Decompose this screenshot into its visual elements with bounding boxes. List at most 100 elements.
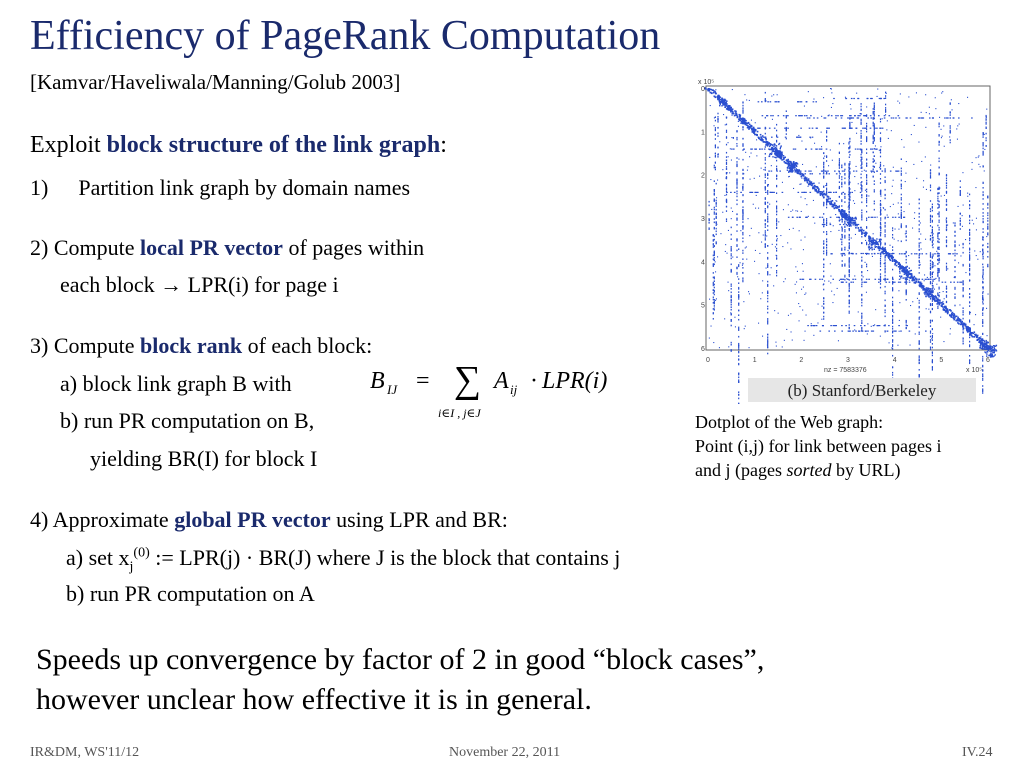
dot [918, 264, 920, 267]
dot [845, 223, 848, 226]
dot [874, 246, 876, 248]
dot [904, 278, 907, 280]
dot [810, 170, 812, 172]
dot [819, 194, 822, 196]
dot [777, 153, 779, 156]
dot [730, 319, 732, 321]
dot [714, 128, 716, 131]
dot [873, 208, 875, 211]
dot [806, 204, 808, 206]
dot [879, 240, 881, 242]
dot [864, 234, 866, 237]
dot [725, 184, 728, 187]
dot [931, 354, 933, 357]
dot [753, 130, 755, 132]
dot [738, 335, 740, 338]
dot [921, 285, 923, 288]
dot [918, 254, 920, 257]
dot [931, 226, 933, 228]
dot [866, 128, 868, 131]
dot [826, 155, 828, 157]
dot [823, 298, 825, 300]
dot [841, 330, 843, 332]
dot [932, 255, 934, 257]
dot [841, 235, 843, 238]
dot [982, 301, 984, 303]
dot [738, 381, 740, 383]
dot [730, 349, 732, 351]
dot [931, 229, 933, 232]
dot [775, 341, 777, 343]
dot [841, 216, 844, 218]
dot [929, 267, 932, 269]
dot [894, 330, 896, 332]
dot [931, 328, 933, 330]
dot [991, 346, 994, 349]
dot [938, 286, 940, 289]
dot [823, 283, 825, 285]
dot [789, 166, 791, 168]
dot [725, 190, 728, 193]
dot [713, 189, 715, 191]
dot [826, 202, 828, 204]
dot [767, 292, 769, 294]
dot [954, 245, 956, 247]
dot [764, 224, 766, 226]
dot [969, 251, 971, 254]
dot [945, 269, 948, 271]
dot [730, 109, 732, 112]
dot [870, 97, 872, 100]
dot [889, 258, 891, 261]
dot [772, 148, 774, 150]
dot [840, 115, 842, 117]
dot [784, 136, 787, 138]
dot [860, 167, 862, 169]
dot [708, 219, 710, 222]
step3-post: of each block: [242, 333, 373, 358]
dot [807, 182, 809, 184]
dot [959, 222, 961, 225]
dot [982, 266, 984, 268]
dot [866, 163, 868, 165]
dot [871, 97, 873, 100]
dot [924, 292, 927, 294]
dot [713, 253, 715, 255]
dot [738, 355, 740, 357]
dot [884, 265, 886, 268]
dot [962, 204, 964, 206]
dot [958, 244, 960, 246]
dot [776, 206, 778, 209]
dot [767, 263, 769, 265]
dot [892, 366, 894, 369]
dot [902, 267, 905, 269]
dot [805, 216, 807, 218]
formula-lhs: B [370, 368, 385, 394]
dot [966, 326, 969, 328]
dot [954, 240, 956, 243]
dot [846, 219, 848, 221]
dot [969, 328, 971, 330]
dot [946, 117, 948, 119]
dot [714, 119, 716, 122]
dot [742, 227, 744, 229]
dot [938, 187, 940, 190]
dot [884, 249, 887, 251]
dot [803, 339, 805, 341]
dot [906, 272, 908, 274]
dot [827, 115, 830, 117]
dot [905, 226, 907, 228]
dot [887, 256, 889, 258]
dot [861, 320, 863, 322]
intro-line: Exploit block structure of the link grap… [30, 132, 447, 159]
dot [767, 191, 769, 194]
dot [918, 253, 921, 255]
dot [938, 226, 940, 229]
dot [852, 200, 854, 202]
dot [809, 191, 812, 193]
dot [736, 138, 738, 141]
dot [765, 141, 767, 144]
dot [823, 318, 825, 320]
dot [863, 127, 866, 129]
dot [864, 281, 866, 283]
dot [814, 278, 817, 280]
